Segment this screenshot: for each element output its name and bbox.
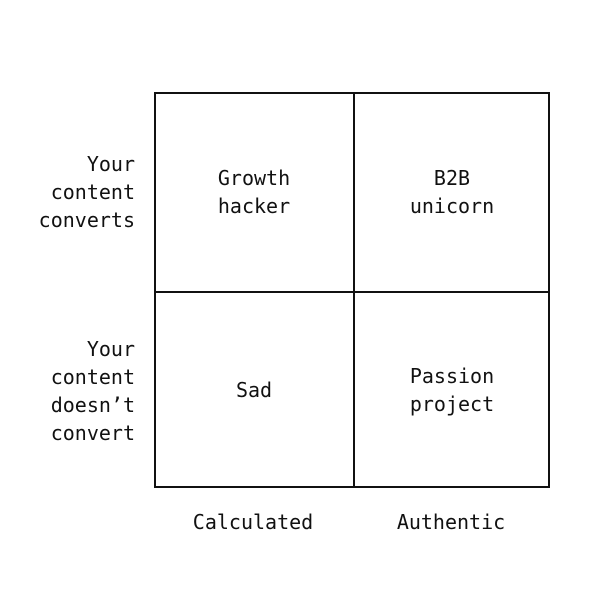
quadrant-bottom-left: Sad: [156, 292, 352, 488]
quadrant-label-sad: Sad: [235, 378, 273, 402]
vertical-divider: [353, 94, 355, 486]
quadrant-label-passion-project: Passion project: [409, 364, 495, 416]
quadrant-grid: Growth hacker B2B unicorn Sad Passion pr…: [154, 92, 550, 488]
quadrant-bottom-right: Passion project: [354, 292, 550, 488]
quadrant-label-growth-hacker: Growth hacker: [217, 166, 291, 218]
quadrant-top-right: B2B unicorn: [354, 94, 550, 290]
row-label-doesnt-convert: Your content doesn’t convert: [50, 337, 135, 445]
quadrant-top-left: Growth hacker: [156, 94, 352, 290]
column-label-authentic: Authentic: [396, 510, 506, 534]
row-label-converts: Your content converts: [38, 152, 135, 232]
quadrant-label-b2b-unicorn: B2B unicorn: [409, 166, 495, 218]
column-label-calculated: Calculated: [192, 510, 314, 534]
horizontal-divider: [156, 291, 548, 293]
